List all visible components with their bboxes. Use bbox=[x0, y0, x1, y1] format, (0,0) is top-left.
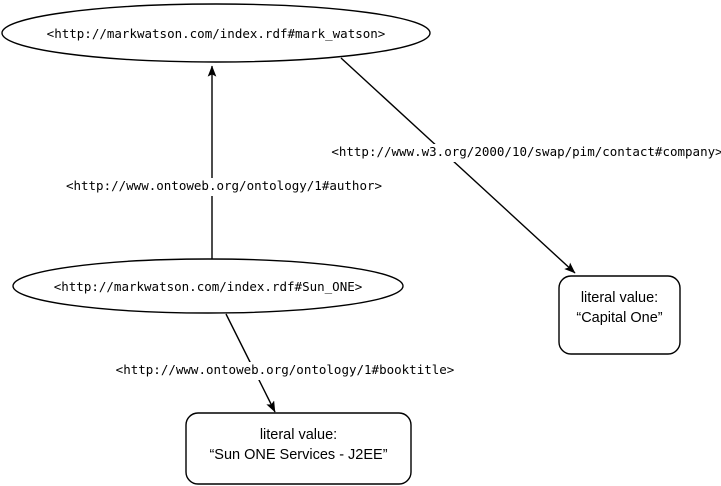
edge-company-line bbox=[340, 57, 576, 274]
edge-company: <http://www.w3.org/2000/10/swap/pim/cont… bbox=[331, 57, 721, 274]
edge-author-label: <http://www.ontoweb.org/ontology/1#autho… bbox=[66, 178, 382, 193]
node-mark-watson[interactable]: <http://markwatson.com/index.rdf#mark_wa… bbox=[1, 3, 431, 63]
node-sun-one-ellipse[interactable] bbox=[12, 258, 404, 314]
edge-booktitle-label-backdrop bbox=[118, 362, 452, 380]
node-mark-watson-ellipse[interactable] bbox=[1, 3, 431, 63]
node-mark-watson-label: <http://markwatson.com/index.rdf#mark_wa… bbox=[47, 26, 386, 41]
edge-author: <http://www.ontoweb.org/ontology/1#autho… bbox=[66, 65, 384, 259]
node-literal-capital-one-line1: literal value: bbox=[581, 290, 658, 306]
node-literal-capital-one-box[interactable] bbox=[558, 275, 681, 355]
node-literal-sun-one-services[interactable]: literal value: “Sun ONE Services - J2EE” bbox=[185, 412, 412, 485]
edge-company-label-backdrop bbox=[334, 144, 720, 162]
node-literal-sun-one-services-box[interactable] bbox=[185, 412, 412, 485]
edge-author-label-backdrop bbox=[66, 178, 384, 196]
node-literal-capital-one-line2: “Capital One” bbox=[576, 310, 662, 326]
node-literal-sun-one-services-line1: literal value: bbox=[260, 427, 337, 443]
edge-company-label: <http://www.w3.org/2000/10/swap/pim/cont… bbox=[331, 144, 721, 159]
edge-booktitle: <http://www.ontoweb.org/ontology/1#bookt… bbox=[116, 313, 455, 413]
node-literal-sun-one-services-line2: “Sun ONE Services - J2EE” bbox=[209, 447, 387, 463]
node-sun-one-label: <http://markwatson.com/index.rdf#Sun_ONE… bbox=[54, 279, 363, 294]
node-literal-capital-one[interactable]: literal value: “Capital One” bbox=[558, 275, 681, 355]
node-sun-one[interactable]: <http://markwatson.com/index.rdf#Sun_ONE… bbox=[12, 258, 404, 314]
edge-booktitle-label: <http://www.ontoweb.org/ontology/1#bookt… bbox=[116, 362, 455, 377]
